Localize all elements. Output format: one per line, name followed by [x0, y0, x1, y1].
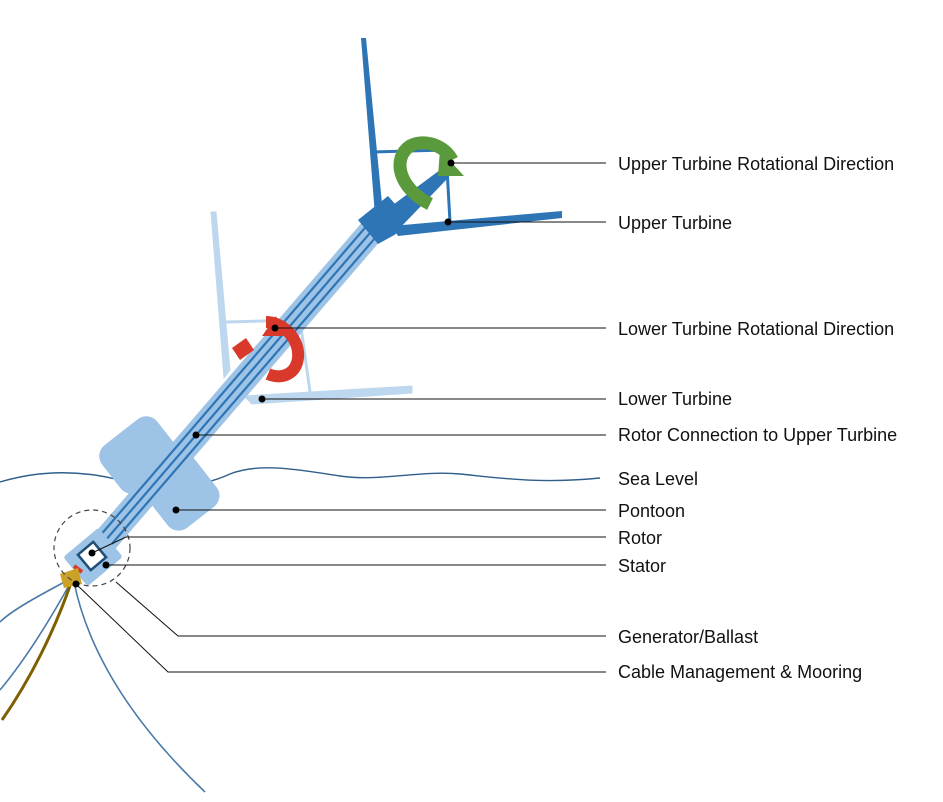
label-stator: Stator [618, 556, 666, 576]
rotor-shaft-line-1 [85, 221, 371, 553]
label-rotor-connection: Rotor Connection to Upper Turbine [618, 425, 897, 445]
rotor-shaft-line-3 [97, 229, 383, 561]
upper-blade-horizontal [392, 211, 562, 236]
dot-lower-rotation [271, 324, 279, 332]
generator-assembly [53, 509, 131, 588]
dot-rotor-connection [192, 431, 200, 439]
label-pontoon: Pontoon [618, 501, 685, 521]
dot-pontoon [172, 506, 180, 514]
leader-rotor [91, 536, 127, 554]
label-lower-turbine: Lower Turbine [618, 389, 732, 409]
rotor-shaft-line-2 [91, 225, 377, 557]
generator-detail-circle [53, 509, 131, 587]
labels: Upper Turbine Rotational Direction Upper… [618, 154, 897, 682]
dot-lower-turbine [258, 395, 266, 403]
label-cable-management-mooring: Cable Management & Mooring [618, 662, 862, 682]
dot-stator [102, 561, 110, 569]
label-generator-ballast: Generator/Ballast [618, 627, 758, 647]
mooring-line-right [73, 581, 206, 793]
label-sea-level: Sea Level [618, 469, 698, 489]
power-cable [0, 579, 74, 721]
upper-blade-vertical [361, 38, 384, 228]
dot-upper-turbine [444, 218, 452, 226]
lower-blade-vertical [210, 211, 231, 380]
sea-level-line [0, 467, 601, 487]
upper-nacelle-wedge [378, 170, 448, 232]
mooring-lines [0, 577, 206, 793]
leader-cable [75, 583, 606, 673]
label-upper-turbine: Upper Turbine [618, 213, 732, 233]
dot-upper-rotation [447, 159, 455, 167]
label-rotor: Rotor [618, 528, 662, 548]
leader-dots [72, 159, 455, 588]
tower [82, 217, 386, 565]
upper-rotation-arrow-icon [393, 136, 464, 210]
dot-rotor [88, 549, 96, 557]
leader-generator [115, 581, 606, 637]
mooring-line-left-2 [0, 579, 73, 691]
leader-lines [75, 162, 606, 673]
label-lower-turbine-rotational-direction: Lower Turbine Rotational Direction [618, 319, 894, 339]
upper-turbine [358, 38, 562, 244]
mooring-line-left-1 [0, 577, 73, 623]
label-upper-turbine-rotational-direction: Upper Turbine Rotational Direction [618, 154, 894, 174]
lower-blade-horizontal [242, 385, 413, 405]
dot-cable [72, 580, 80, 588]
